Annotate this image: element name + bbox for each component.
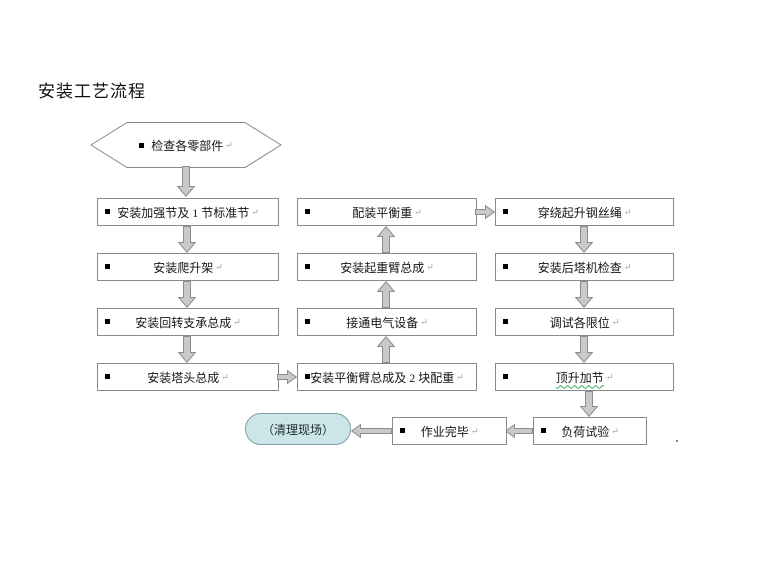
bullet-icon xyxy=(541,428,546,433)
flow-step-label: 安装爬升架 xyxy=(153,260,214,275)
flow-step-label: 穿绕起升钢丝绳 xyxy=(537,205,622,220)
flow-step-jack-up-add-section: 顶升加节 ↵ xyxy=(495,363,674,391)
bullet-icon xyxy=(105,209,110,214)
bullet-icon xyxy=(400,428,405,433)
flow-step-fit-counterweight: 配装平衡重 ↵ xyxy=(297,198,477,226)
return-mark: ↵ xyxy=(623,261,632,272)
flow-step-label: 安装回转支承总成 xyxy=(135,315,232,330)
flow-step-thread-hoist-rope: 穿绕起升钢丝绳 ↵ xyxy=(495,198,674,226)
flow-step-work-complete: 作业完毕 ↵ xyxy=(392,417,507,445)
arrow-right-icon xyxy=(475,205,495,219)
flow-step-label: 顶升加节 xyxy=(555,370,604,385)
arrow-down-icon xyxy=(575,226,593,253)
bullet-icon xyxy=(305,264,310,269)
return-mark: ↵ xyxy=(470,425,479,436)
arrow-down-icon xyxy=(178,281,196,308)
bullet-icon xyxy=(305,209,310,214)
flow-step-debug-limits: 调试各限位 ↵ xyxy=(495,308,674,336)
flow-step-install-climbing-frame: 安装爬升架 ↵ xyxy=(97,253,279,281)
arrow-left-icon xyxy=(505,424,533,438)
bullet-icon xyxy=(105,264,110,269)
flow-step-connect-electrical: 接通电气设备 ↵ xyxy=(297,308,477,336)
return-mark: ↵ xyxy=(215,261,223,272)
flow-step-load-test: 负荷试验 ↵ xyxy=(533,417,647,445)
return-mark: ↵ xyxy=(233,316,241,327)
arrow-left-icon xyxy=(351,424,392,438)
return-mark: ↵ xyxy=(456,371,464,382)
arrow-up-icon xyxy=(377,336,395,363)
arrow-up-icon xyxy=(377,281,395,308)
flow-step-label: 作业完毕 xyxy=(420,424,469,439)
flow-start-label-wrap: 检查各零部件 ↵ xyxy=(90,122,282,168)
return-mark: ↵ xyxy=(420,316,428,327)
arrow-right-icon xyxy=(277,370,297,384)
bullet-icon xyxy=(503,319,508,324)
bullet-icon xyxy=(503,209,508,214)
flow-step-label: 安装塔头总成 xyxy=(147,370,220,385)
flow-end-label: （清理现场） xyxy=(261,422,334,437)
arrow-up-icon xyxy=(377,226,395,253)
stray-dot xyxy=(676,440,678,442)
flow-start-label: 检查各零部件 xyxy=(151,138,224,153)
flow-step-install-balance-arm: 安装平衡臂总成及 2 块配重 ↵ xyxy=(297,363,477,391)
arrow-down-icon xyxy=(580,391,598,417)
return-mark: ↵ xyxy=(611,316,620,327)
flow-step-label: 安装起重臂总成 xyxy=(340,260,425,275)
return-mark: ↵ xyxy=(414,206,422,217)
flow-step-label: 接通电气设备 xyxy=(346,315,419,330)
return-mark: ↵ xyxy=(225,139,233,150)
arrow-down-icon xyxy=(177,166,195,197)
flow-step-install-tower-head: 安装塔头总成 ↵ xyxy=(97,363,279,391)
flow-end-clean-site: （清理现场） xyxy=(245,413,351,445)
return-mark: ↵ xyxy=(221,371,229,382)
flow-step-label: 负荷试验 xyxy=(561,424,610,439)
flow-start-check-parts: 检查各零部件 ↵ xyxy=(90,122,282,168)
bullet-icon xyxy=(105,374,110,379)
hexagon-shape-icon xyxy=(90,122,282,168)
bullet-icon xyxy=(139,142,145,148)
arrow-down-icon xyxy=(575,281,593,308)
flow-step-label: 安装平衡臂总成及 2 块配重 xyxy=(310,370,455,385)
return-mark: ↵ xyxy=(605,371,614,382)
bullet-icon xyxy=(305,374,310,379)
flow-step-install-slewing-bearing: 安装回转支承总成 ↵ xyxy=(97,308,279,336)
arrow-down-icon xyxy=(178,336,196,363)
flow-step-label: 安装加强节及 1 节标准节 xyxy=(117,205,250,220)
page-title: 安装工艺流程 xyxy=(38,82,146,101)
return-mark: ↵ xyxy=(426,261,434,272)
bullet-icon xyxy=(503,264,508,269)
flow-step-install-reinforcement-section: 安装加强节及 1 节标准节 ↵ xyxy=(97,198,279,226)
arrow-down-icon xyxy=(178,226,196,253)
bullet-icon xyxy=(503,374,508,379)
return-mark: ↵ xyxy=(623,206,632,217)
arrow-down-icon xyxy=(575,336,593,363)
bullet-icon xyxy=(305,319,310,324)
return-mark: ↵ xyxy=(611,425,619,436)
flow-step-post-install-inspection: 安装后塔机检查 ↵ xyxy=(495,253,674,281)
flow-step-install-jib-assembly: 安装起重臂总成 ↵ xyxy=(297,253,477,281)
flow-step-label: 安装后塔机检查 xyxy=(537,260,622,275)
flow-step-label: 配装平衡重 xyxy=(352,205,413,220)
flow-step-label: 调试各限位 xyxy=(549,315,610,330)
bullet-icon xyxy=(105,319,110,324)
return-mark: ↵ xyxy=(251,206,259,217)
